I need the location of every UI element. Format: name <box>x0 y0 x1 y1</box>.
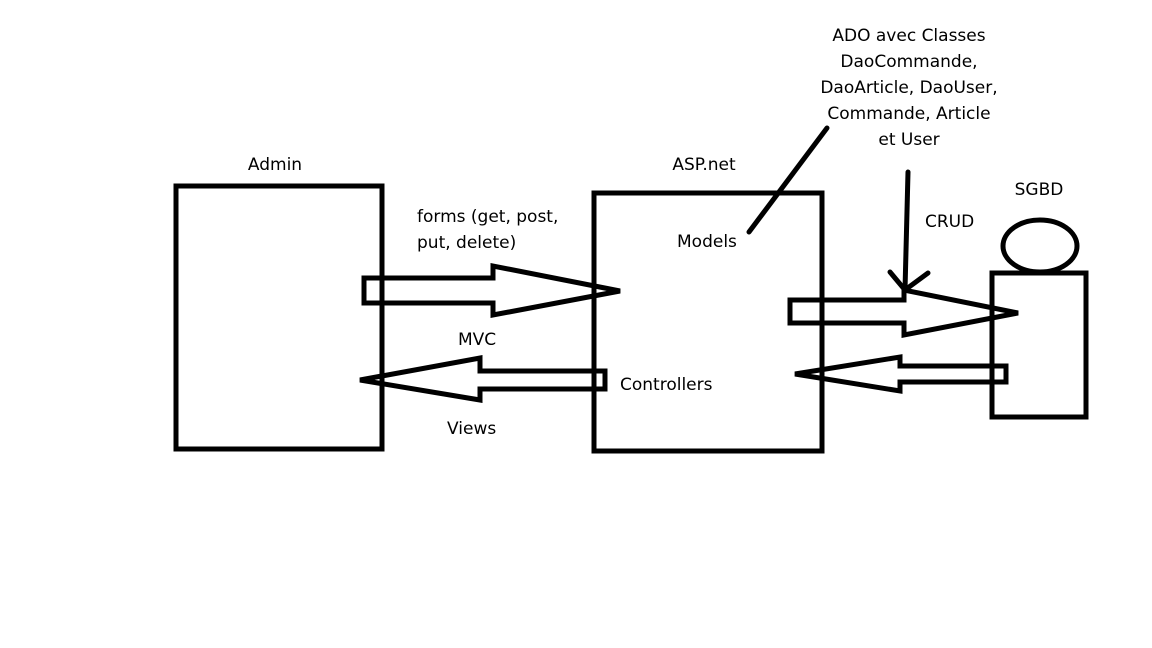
crud-pointer-head <box>887 269 931 294</box>
admin-box <box>173 183 385 452</box>
ado-callout-line <box>746 125 830 235</box>
views-label: Views <box>447 419 496 439</box>
crud-label: CRUD <box>925 212 974 232</box>
crud-pointer-line <box>902 169 911 293</box>
mvc-label: MVC <box>458 330 496 350</box>
sgbd-box <box>989 270 1089 420</box>
asp-to-sgbd-arrow <box>787 286 1019 339</box>
aspnet-label: ASP.net <box>672 155 736 175</box>
forms-arrow <box>361 262 621 319</box>
ado-label-line-5: et User <box>878 130 939 150</box>
views-arrow <box>359 355 608 403</box>
controllers-label: Controllers <box>620 375 713 395</box>
ado-label-line-3: DaoArticle, DaoUser, <box>820 78 997 98</box>
models-label: Models <box>677 232 737 252</box>
ado-label-line-2: DaoCommande, <box>840 52 977 72</box>
ado-label-line-4: Commande, Article <box>827 104 990 124</box>
sgbd-label: SGBD <box>1015 180 1064 200</box>
forms-label-line-2: put, delete) <box>417 233 516 253</box>
admin-label: Admin <box>248 155 302 175</box>
ado-label-line-1: ADO avec Classes <box>832 26 985 46</box>
sgbd-head-ellipse <box>1000 217 1080 275</box>
sgbd-to-asp-arrow <box>794 354 1009 394</box>
forms-label-line-1: forms (get, post, <box>417 207 558 227</box>
